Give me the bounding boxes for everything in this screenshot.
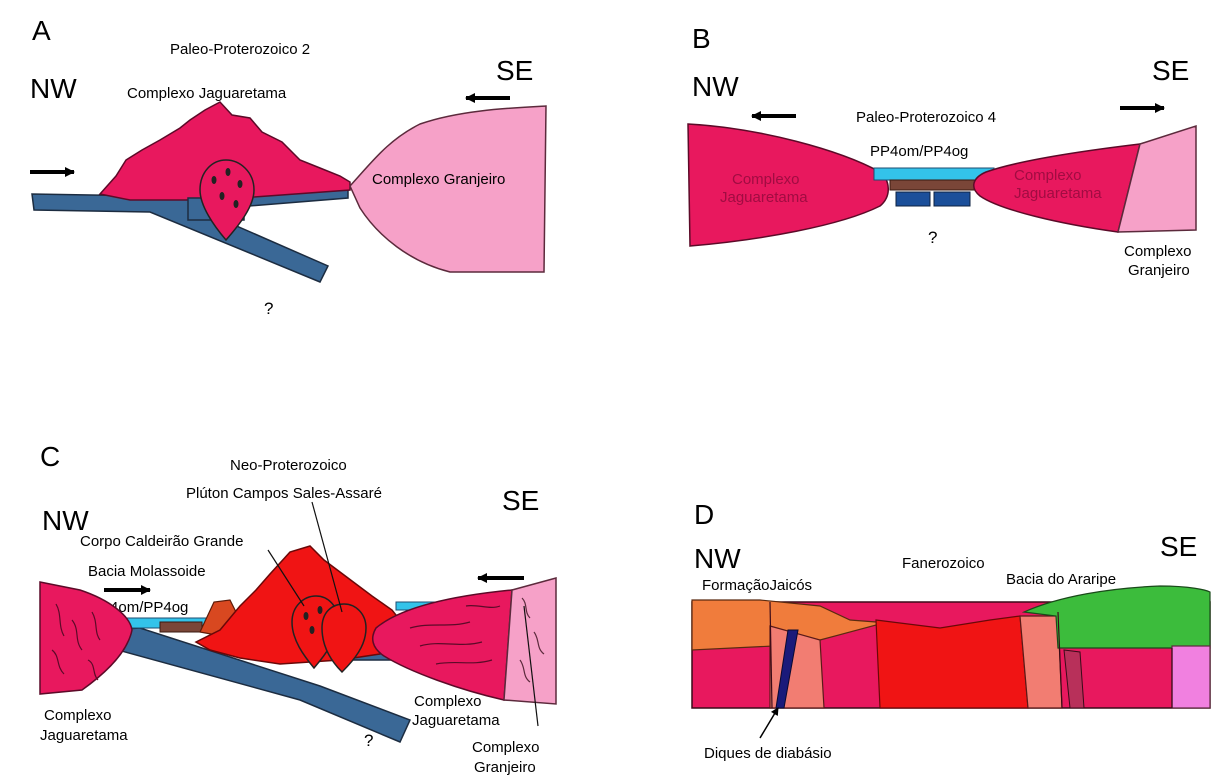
panel-c-bacia-label: Bacia Molassoide bbox=[88, 563, 206, 580]
panel-c-jaguaretama-left-line2: Jaguaretama bbox=[40, 727, 128, 744]
panel-c-se-label: SE bbox=[502, 485, 539, 516]
panel-c-granjeiro-line2: Granjeiro bbox=[474, 759, 536, 776]
panel-a-granjeiro-body bbox=[350, 106, 546, 272]
panel-a-jaguaretama-label: Complexo Jaguaretama bbox=[127, 85, 287, 102]
panel-c-nw-label: NW bbox=[42, 505, 89, 536]
panel-b-dark-block-left bbox=[896, 192, 930, 206]
panel-b-dark-block-right bbox=[934, 192, 970, 206]
panel-b-se-label: SE bbox=[1152, 55, 1189, 86]
panel-c-letter: C bbox=[40, 441, 60, 472]
panel-b-jaguaretama-left-line2: Jaguaretama bbox=[720, 189, 808, 206]
panel-b-jaguaretama-right-line1: Complexo bbox=[1014, 167, 1082, 184]
panel-a: A NW SE Paleo-Proterozoico 2 Complexo Ja… bbox=[30, 15, 546, 318]
panel-d-jaicos-label: FormaçãoJaicós bbox=[702, 577, 812, 594]
panel-b-letter: B bbox=[692, 23, 711, 54]
panel-a-period-label: Paleo-Proterozoico 2 bbox=[170, 41, 310, 58]
panel-a-granjeiro-label: Complexo Granjeiro bbox=[372, 171, 505, 188]
panel-c-jaguaretama-left-line1: Complexo bbox=[44, 707, 112, 724]
panel-b-question-mark: ? bbox=[928, 228, 937, 247]
panel-d-granjeiro-block bbox=[1172, 646, 1210, 708]
panel-a-letter: A bbox=[32, 15, 51, 46]
panel-c-granjeiro-body bbox=[504, 578, 556, 704]
panel-c-period-label: Neo-Proterozoico bbox=[230, 457, 347, 474]
panel-c: C NW SE Neo-Proterozoico Plúton Campos S… bbox=[40, 441, 556, 776]
panel-b-jaguaretama-left-line1: Complexo bbox=[732, 171, 800, 188]
panel-b-granjeiro-line1: Complexo bbox=[1124, 243, 1192, 260]
panel-b-granjeiro-line2: Granjeiro bbox=[1128, 262, 1190, 279]
panel-d-araripe-label: Bacia do Araripe bbox=[1006, 571, 1116, 588]
panel-c-jaguaretama-right-line2: Jaguaretama bbox=[412, 712, 500, 729]
panel-a-nw-label: NW bbox=[30, 73, 77, 104]
panel-d-letter: D bbox=[694, 499, 714, 530]
panel-a-se-label: SE bbox=[496, 55, 533, 86]
panel-b-units-label: PP4om/PP4og bbox=[870, 143, 968, 160]
panel-d-dike-arrow-icon bbox=[760, 708, 778, 738]
panel-d-diques-label: Diques de diabásio bbox=[704, 745, 832, 762]
panel-b: B NW SE Paleo-Proterozoico 4 PP4om/PP4og… bbox=[688, 23, 1196, 279]
panel-d: D NW SE Fanerozoico FormaçãoJaicós Bacia… bbox=[692, 499, 1210, 762]
panel-c-pluton-label: Plúton Campos Sales-Assaré bbox=[186, 485, 382, 502]
panel-b-nw-label: NW bbox=[692, 71, 739, 102]
panel-c-basin-brown bbox=[160, 622, 202, 632]
panel-a-question-mark: ? bbox=[264, 299, 273, 318]
panel-b-jaguaretama-right-line2: Jaguaretama bbox=[1014, 185, 1102, 202]
panel-d-nw-label: NW bbox=[694, 543, 741, 574]
panel-d-red-block bbox=[876, 616, 1028, 708]
panel-c-corpo-label: Corpo Caldeirão Grande bbox=[80, 533, 243, 550]
panel-b-period-label: Paleo-Proterozoico 4 bbox=[856, 109, 996, 126]
panel-c-jaguaretama-right bbox=[373, 590, 512, 700]
panel-d-salmon-block-right bbox=[1020, 616, 1062, 708]
panel-c-granjeiro-line1: Complexo bbox=[472, 739, 540, 756]
panel-c-pluton-droplet bbox=[322, 604, 366, 672]
panel-b-basin-brown-layer bbox=[890, 180, 978, 190]
panel-d-period-label: Fanerozoico bbox=[902, 555, 985, 572]
panel-c-jaguaretama-right-line1: Complexo bbox=[414, 693, 482, 710]
panel-c-question-mark: ? bbox=[364, 731, 373, 750]
panel-d-se-label: SE bbox=[1160, 531, 1197, 562]
